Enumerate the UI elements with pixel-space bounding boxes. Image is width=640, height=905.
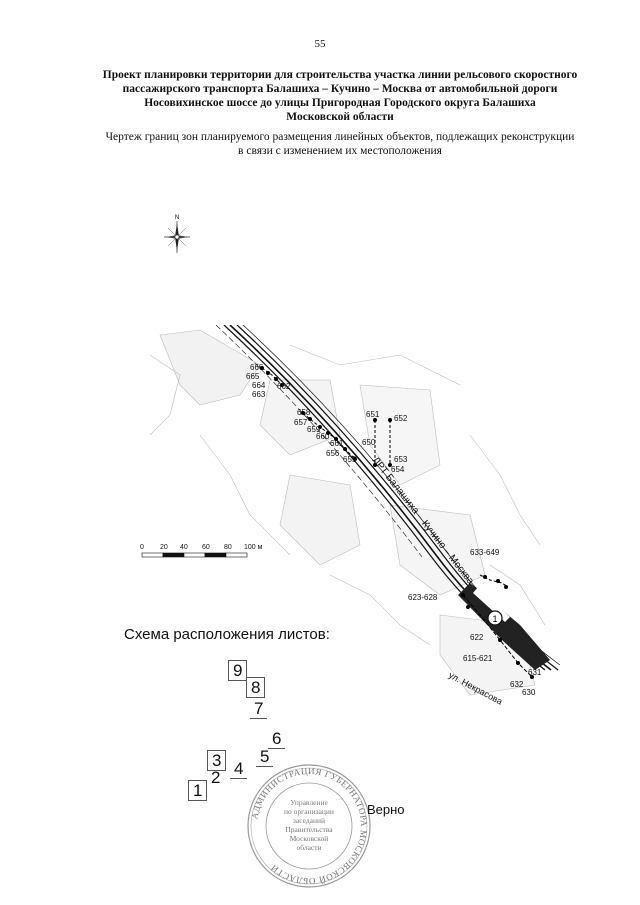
verno-mark: Верно [367,802,405,817]
page-number: 55 [314,38,326,50]
point-label: 630 [522,688,536,697]
drawing-subtitle: Чертеж границ зон планируемого размещени… [60,130,620,158]
point-label: 651 [366,410,380,419]
title-line: Проект планировки территории для строите… [102,69,578,81]
sheet-number: 4 [230,760,248,779]
point-label: 658 [297,408,311,417]
scale-bar: 0 20 40 60 80 100 м [140,544,263,558]
point-label: 662 [277,382,291,391]
sheet-number: 1 [188,780,208,801]
document-title: Проект планировки территории для строите… [60,68,620,124]
official-seal: АДМИНИСТРАЦИЯ ГУБЕРНАТОРА МОСКОВСКОЙ ОБЛ… [246,763,372,889]
seal-inner-line: Управление [290,798,328,807]
sheet-layout-heading: Схема расположения листов: [124,626,330,643]
boundary-points [260,366,534,679]
point-label: 665 [246,372,260,381]
point-label: 652 [394,414,408,423]
sheet-number: 9 [228,660,248,681]
scale-tick-label: 0 [140,544,144,551]
point-label: 663 [252,390,266,399]
point-label: 659 [307,425,321,434]
point-label: 632 [510,680,524,689]
point-label: 660 [316,432,330,441]
scale-tick-label: 40 [180,544,188,551]
point-label: 655 [343,455,357,464]
title-line: Московской области [286,111,394,123]
sheet-number: 8 [246,677,266,698]
station-marker-label: 1 [492,614,497,624]
seal-inner-line: Московской [290,834,329,843]
compass-north-label: N [175,215,179,221]
subtitle-line: Чертеж границ зон планируемого размещени… [105,131,575,143]
scale-tick-label: 100 м [244,544,263,551]
seal-inner-line: Правительства [285,825,333,834]
title-line: пассажирского транспорта Балашиха – Кучи… [122,83,558,95]
point-label: 631 [528,668,542,677]
sheet-number: 6 [268,730,286,749]
point-label: 653 [394,455,408,464]
point-label: 661 [330,439,344,448]
point-label: 656 [326,449,340,458]
point-label: 657 [294,418,308,427]
sheet-number: 7 [250,700,268,719]
sheet-number: 5 [256,748,274,767]
point-label: 666 [250,363,264,372]
point-label: 654 [391,465,405,474]
seal-inner-line: заседаний [293,816,325,825]
map-background [149,329,546,696]
point-labels: 666 665 664 662 663 658 657 659 660 661 … [246,363,542,697]
point-label: 664 [252,381,266,390]
sheet-number: 3 [207,750,227,771]
seal-inner-line: области [296,843,321,852]
subtitle-line: в связи с изменением их местоположения [238,145,442,157]
scale-tick-label: 60 [202,544,210,551]
map-drawing: 1 666 665 664 662 663 658 657 [140,325,560,710]
sheet-number: 2 [211,768,221,787]
point-label: 615-621 [463,654,493,663]
point-label: 650 [362,438,376,447]
scale-tick-label: 20 [160,544,168,551]
point-label: 623-628 [408,593,438,602]
scale-tick-label: 80 [224,544,232,551]
seal-inner-line: по организации [284,807,334,816]
title-line: Носовихинское шоссе до улицы Пригородная… [144,97,536,109]
point-label: 622 [470,633,484,642]
point-label: 633-649 [470,548,500,557]
compass-rose-icon: N [162,212,192,254]
